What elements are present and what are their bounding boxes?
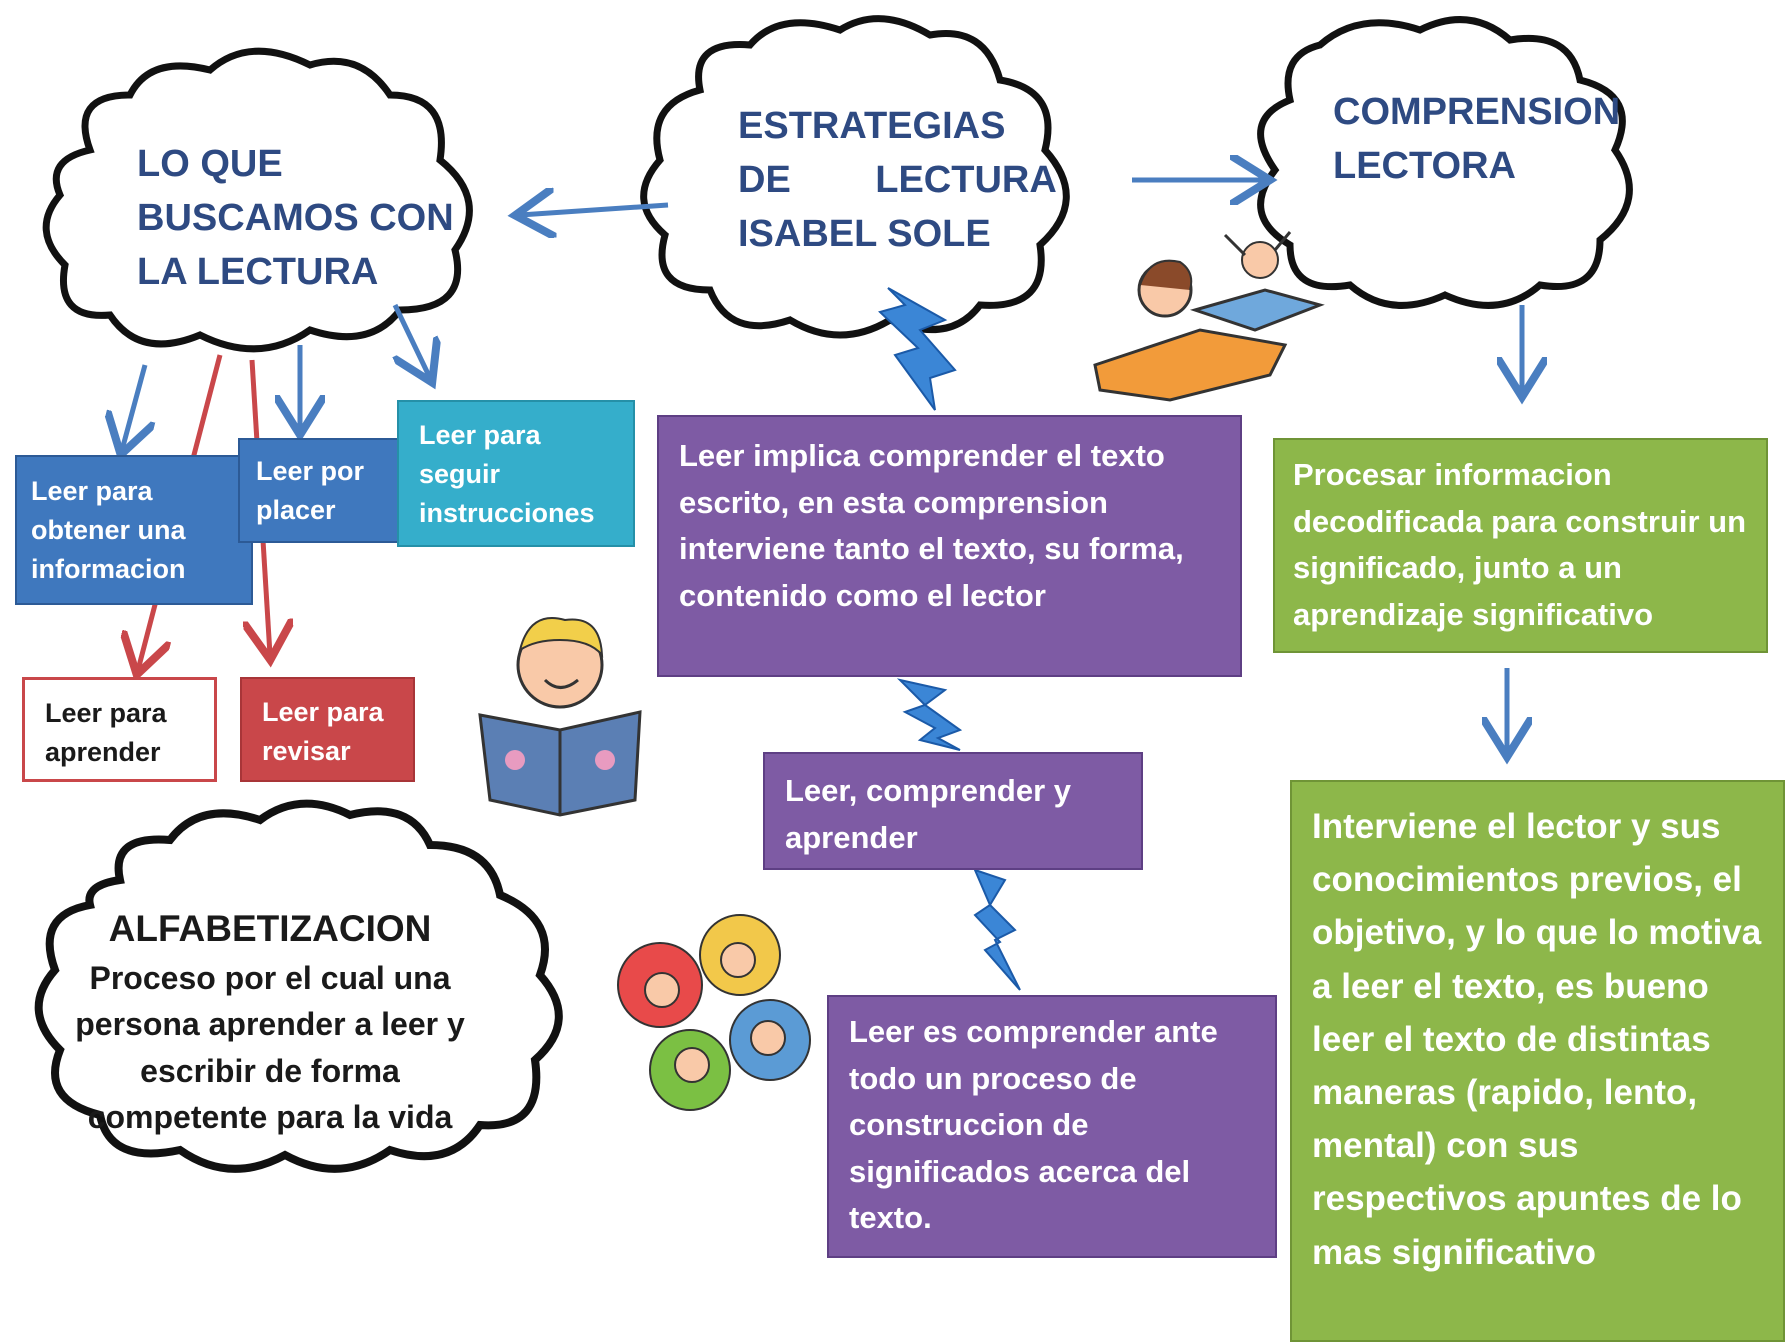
box-leer-es-comprender: Leer es comprender ante todo un proceso … [827,995,1277,1258]
box-leer-implica: Leer implica comprender el texto escrito… [657,415,1242,677]
box-interviene-lector-text: Interviene el lector y sus conocimientos… [1312,807,1762,1272]
cloud-title-comprension: COMPRENSION LECTORA [1333,91,1621,187]
box-leer-seguir-instrucciones: Leer para seguir instrucciones [397,400,635,547]
box-leer-para-revisar: Leer para revisar [240,677,415,782]
box-leer-obtener-informacion-text: Leer para obtener una informacion [31,476,186,585]
box-leer-comprender-aprender-text: Leer, comprender y aprender [785,773,1072,855]
blue-arrows [122,180,1522,752]
cloud-estrategias [640,15,1070,339]
reading-child-icon [478,617,642,817]
box-interviene-lector: Interviene el lector y sus conocimientos… [1290,780,1785,1342]
box-leer-para-aprender-text: Leer para aprender [45,698,167,768]
cloud-title-lo-que-buscamos: LO QUE BUSCAMOS CON LA LECTURA [137,143,454,293]
cloud-title-estrategias: ESTRATEGIAS DE LECTURA ISABEL SOLE [738,105,1057,255]
box-procesar-informacion-text: Procesar informacion decodificada para c… [1293,457,1747,632]
box-procesar-informacion: Procesar informacion decodificada para c… [1273,438,1768,653]
box-leer-por-placer: Leer por placer [238,438,403,543]
box-leer-para-revisar-text: Leer para revisar [262,697,384,767]
box-leer-por-placer-text: Leer por placer [256,456,365,526]
cloud-lo-que-buscamos [42,47,473,353]
box-leer-obtener-informacion: Leer para obtener una informacion [15,455,253,605]
cloud-alfabetizacion [34,799,563,1173]
alfabetizacion-title: ALFABETIZACION [108,908,432,949]
box-leer-seguir-instrucciones-text: Leer para seguir instrucciones [419,420,595,529]
children-circle-icon [617,914,811,1111]
box-leer-implica-text: Leer implica comprender el texto escrito… [679,438,1184,613]
flying-book-children-icon [1093,231,1325,402]
box-leer-para-aprender: Leer para aprender [22,677,217,782]
box-leer-es-comprender-text: Leer es comprender ante todo un proceso … [849,1014,1218,1235]
lightning-bolt-icon [878,287,1021,991]
alfabetizacion-body: Proceso por el cual una persona aprender… [75,960,465,1136]
box-leer-comprender-aprender: Leer, comprender y aprender [763,752,1143,870]
